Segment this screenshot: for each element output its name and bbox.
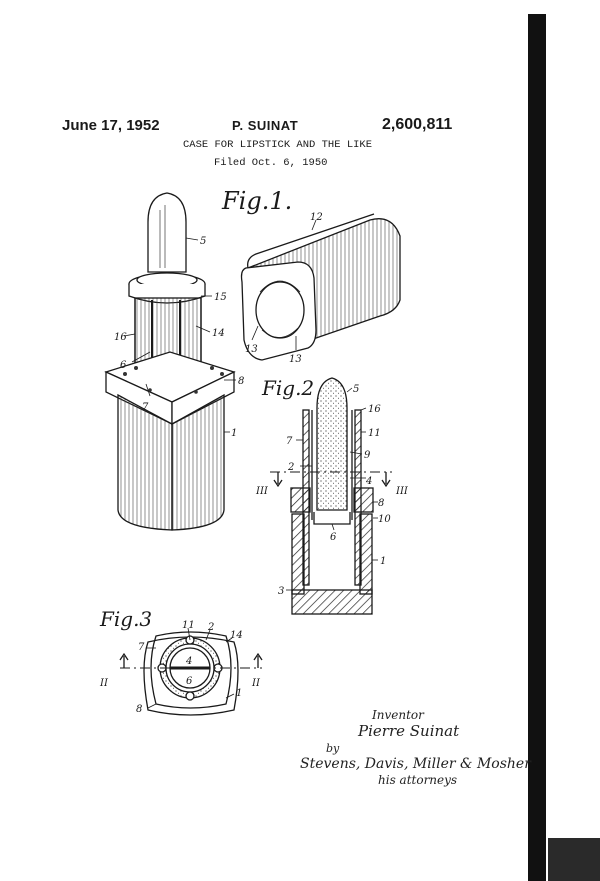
ref-6: 6 — [120, 360, 127, 371]
inventor-name: P. SUINAT — [232, 118, 299, 133]
ref-7: 7 — [138, 642, 145, 653]
ref-5: 5 — [200, 236, 206, 247]
ref-12: 12 — [310, 212, 323, 223]
leader-lines — [123, 219, 378, 709]
ref-9: 9 — [364, 450, 371, 461]
fig3-top-view — [119, 631, 263, 716]
inventor-caption: Inventor — [372, 708, 424, 722]
ref-section-iii-left: III — [255, 486, 269, 497]
ref-7: 7 — [142, 402, 149, 413]
patent-title: CASE FOR LIPSTICK AND THE LIKE — [183, 139, 373, 151]
ref-14: 14 — [230, 630, 243, 641]
ref-1: 1 — [236, 688, 242, 699]
ref-1: 1 — [380, 556, 386, 567]
ref-section-iii-right: III — [395, 486, 409, 497]
ref-1: 1 — [231, 428, 237, 439]
fig1-cap — [240, 213, 401, 361]
ref-8: 8 — [238, 376, 244, 387]
ref-13a: 13 — [245, 344, 258, 355]
patent-number: 2,600,811 — [382, 116, 453, 133]
ref-7: 7 — [286, 436, 293, 447]
fig2-label: Fig.2 — [262, 376, 315, 400]
ref-3: 3 — [278, 586, 284, 597]
fig3-numerals: 11 2 14 7 4 6 II II 8 1 — [99, 620, 261, 715]
scan-edge-bar — [528, 14, 546, 881]
ref-section-ii-left: II — [99, 678, 109, 689]
ref-11: 11 — [182, 620, 195, 631]
fig1-lipstick-assembly — [104, 192, 236, 531]
ref-15: 15 — [214, 292, 227, 303]
ref-section-ii-right: II — [251, 678, 261, 689]
ref-8: 8 — [378, 498, 384, 509]
ref-2: 2 — [207, 622, 214, 633]
fig2-numerals: 5 16 7 11 2 9 III 4 III 8 10 6 1 3 — [255, 384, 409, 597]
patent-date: June 17, 1952 — [62, 117, 160, 134]
filed-date: Filed Oct. 6, 1950 — [214, 157, 328, 169]
attorneys-caption: his attorneys — [378, 773, 458, 787]
ref-6: 6 — [330, 532, 337, 543]
ref-14: 14 — [212, 328, 225, 339]
ref-16: 16 — [368, 404, 381, 415]
ref-2: 2 — [287, 462, 294, 473]
fig1-label: Fig.1. — [222, 187, 293, 215]
ref-11: 11 — [368, 428, 381, 439]
attorneys-signature: Stevens, Davis, Miller & Mosher — [300, 756, 531, 772]
ref-6: 6 — [186, 676, 193, 687]
ref-4: 4 — [365, 476, 372, 487]
scan-corner-mark — [548, 838, 600, 881]
fig2-section — [270, 377, 392, 615]
ref-13b: 13 — [289, 354, 302, 365]
ref-10: 10 — [378, 514, 391, 525]
ref-5: 5 — [353, 384, 359, 395]
fig3-label: Fig.3 — [100, 607, 153, 631]
by-caption: by — [326, 742, 340, 755]
ref-8: 8 — [136, 704, 142, 715]
ref-4: 4 — [185, 656, 192, 667]
ref-16: 16 — [114, 332, 127, 343]
inventor-signature: Pierre Suinat — [358, 722, 460, 740]
fig1-numerals: 5 15 16 14 6 7 8 1 12 13 13 — [114, 212, 323, 439]
